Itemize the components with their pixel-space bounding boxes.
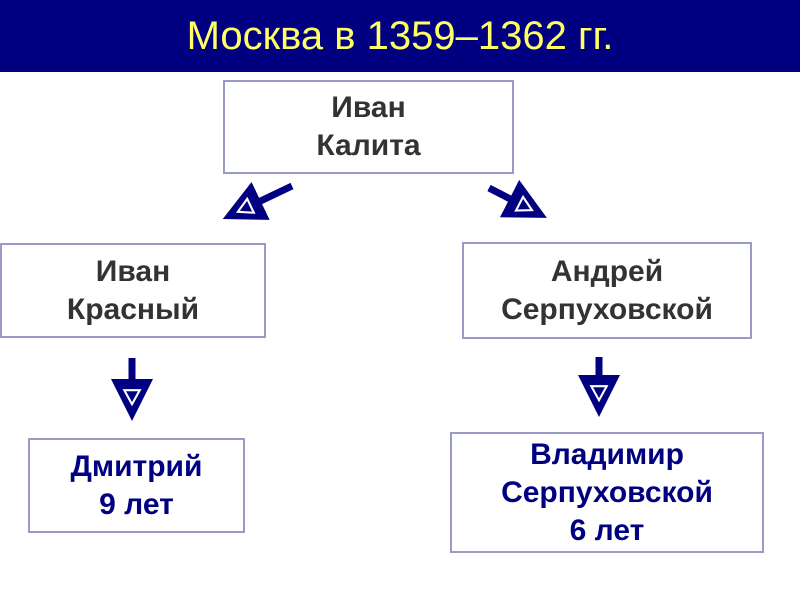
arrow-to-ivan-krasny [222, 182, 294, 220]
title-banner: Москва в 1359–1362 гг. [0, 0, 800, 72]
page-title: Москва в 1359–1362 гг. [186, 14, 614, 58]
node-line: Владимир [530, 437, 684, 471]
node-line: Иван [331, 91, 406, 124]
node-vladimir-serpukhovskoy: Владимир Серпуховской 6 лет [450, 432, 764, 553]
node-andrey-serpukhovskoy: Андрей Серпуховской [462, 242, 752, 339]
node-ivan-kalita: Иван Калита [223, 80, 514, 174]
node-line: Дмитрий [70, 449, 203, 483]
node-line: Серпуховской [501, 475, 713, 509]
node-line: Андрей [550, 254, 664, 288]
node-line: Калита [316, 129, 421, 162]
node-line: 9 лет [99, 487, 174, 521]
arrow-to-andrey [487, 179, 547, 218]
node-line: Иван [95, 254, 171, 288]
node-line: 6 лет [569, 513, 645, 547]
node-dmitry: Дмитрий 9 лет [28, 438, 245, 533]
node-ivan-krasny: Иван Красный [0, 243, 266, 338]
node-line: Красный [66, 292, 200, 326]
node-line: Серпуховской [501, 292, 713, 326]
